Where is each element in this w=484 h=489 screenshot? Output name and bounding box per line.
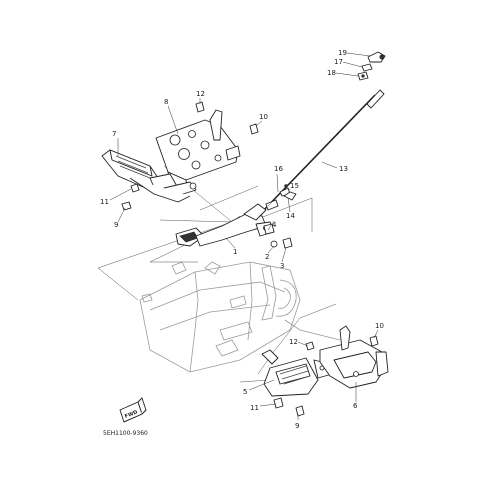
- callout-10-right: 10: [375, 322, 384, 330]
- callout-3: 3: [280, 262, 284, 270]
- callout-5: 5: [243, 388, 247, 396]
- callout-9-right: 9: [295, 422, 299, 430]
- callout-8: 8: [164, 98, 168, 106]
- brake-pedal: [175, 203, 275, 247]
- callout-19: 19: [338, 49, 347, 57]
- right-bolts: [273, 335, 379, 417]
- callout-10-left: 10: [259, 113, 268, 121]
- fwd-arrow-icon: FWD: [119, 397, 147, 423]
- callout-7: 7: [112, 130, 116, 138]
- callout-14: 14: [286, 212, 295, 220]
- callout-1: 1: [233, 248, 237, 256]
- frame-outline: [139, 261, 341, 373]
- cable-end-parts: [357, 51, 386, 81]
- callout-11-left: 11: [100, 198, 109, 206]
- left-footrest-bracket: [155, 109, 241, 193]
- callout-15: 15: [290, 182, 299, 190]
- callout-13: 13: [339, 165, 348, 173]
- guide-lines: [97, 165, 337, 383]
- callout-18: 18: [327, 69, 336, 77]
- callout-11-right: 11: [250, 404, 259, 412]
- left-footpeg: [101, 149, 197, 203]
- callout-16: 16: [274, 165, 283, 173]
- right-footrest-bracket: [319, 325, 389, 389]
- callout-6: 6: [353, 402, 358, 410]
- callout-9-left: 9: [114, 221, 118, 229]
- callout-2: 2: [265, 253, 269, 261]
- figure-code: 5EH1100-9360: [103, 430, 148, 437]
- pedal-hardware: [263, 184, 297, 249]
- left-bolts: [121, 101, 259, 211]
- callout-12-left: 12: [196, 90, 205, 98]
- callout-17: 17: [334, 58, 343, 66]
- fwd-label: FWD: [124, 409, 138, 419]
- callout-12-right: 12: [289, 338, 298, 346]
- callout-4: 4: [272, 221, 277, 229]
- leader-lines: [109, 52, 379, 420]
- callout-labels: 19 17 18 8 12 10 7 16 13 15 11 14 9 4 1 …: [100, 49, 384, 430]
